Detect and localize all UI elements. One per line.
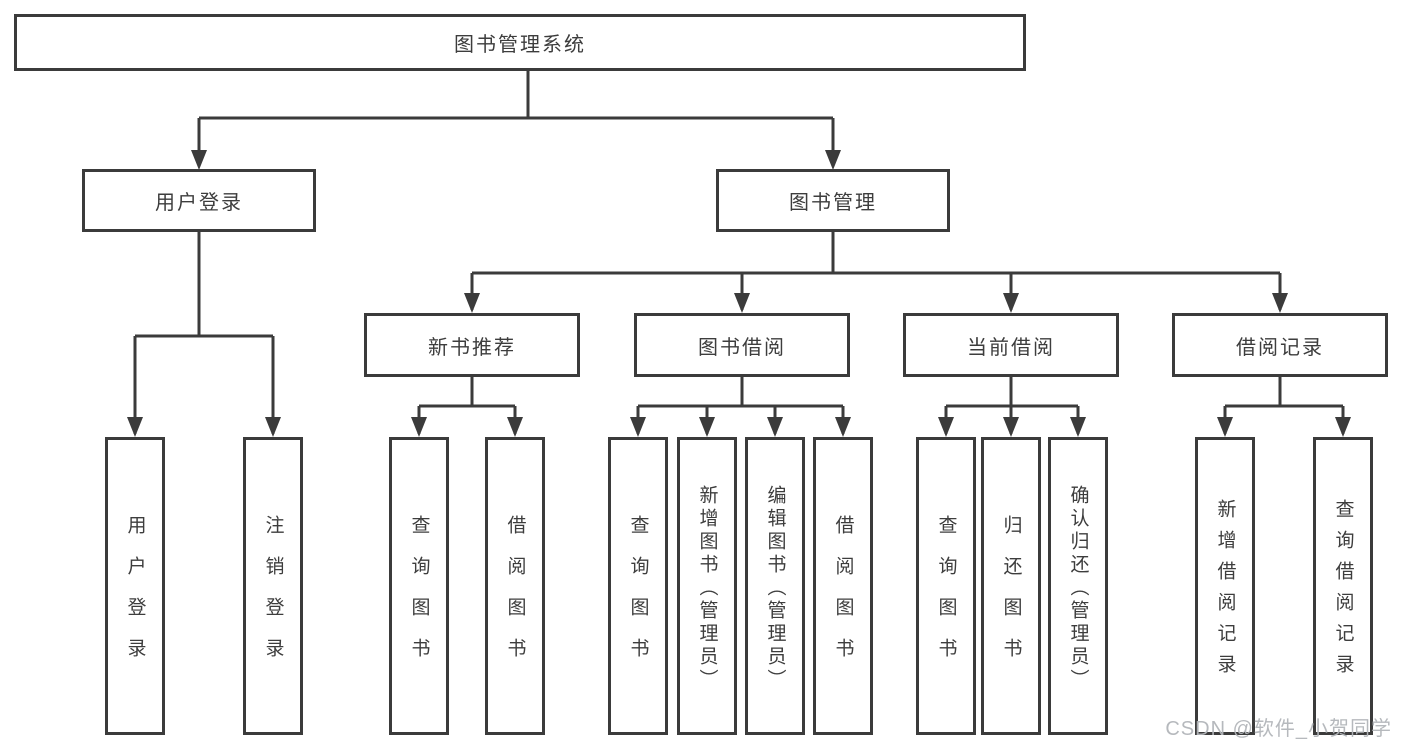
arrow-down-icon xyxy=(265,417,281,437)
arrow-down-icon xyxy=(835,417,851,437)
arrow-down-icon xyxy=(1070,417,1086,437)
connector-newrec-to-leaves xyxy=(417,377,517,434)
arrow-down-icon xyxy=(127,417,143,437)
node-leaf-newrec-borrow-book: 借阅图书 xyxy=(485,437,545,735)
arrow-down-icon xyxy=(630,417,646,437)
connector-userlogin-to-leaves xyxy=(133,232,275,434)
connector-root-to-level2 xyxy=(197,71,835,166)
node-leaf-borrow-query-book: 查询图书 xyxy=(608,437,668,735)
arrow-down-icon xyxy=(938,417,954,437)
arrow-down-icon xyxy=(825,150,841,170)
node-borrow-records: 借阅记录 xyxy=(1172,313,1388,377)
node-leaf-record-query-record: 查询借阅记录 xyxy=(1313,437,1373,735)
arrow-down-icon xyxy=(507,417,523,437)
arrow-down-icon xyxy=(734,293,750,313)
node-new-book-recommend: 新书推荐 xyxy=(364,313,580,377)
node-leaf-user-login: 用户登录 xyxy=(105,437,165,735)
arrow-down-icon xyxy=(1272,293,1288,313)
node-leaf-logout-login: 注销登录 xyxy=(243,437,303,735)
node-leaf-current-return-book: 归还图书 xyxy=(981,437,1041,735)
node-leaf-current-query-book: 查询图书 xyxy=(916,437,976,735)
node-current-borrow: 当前借阅 xyxy=(903,313,1119,377)
arrow-down-icon xyxy=(767,417,783,437)
node-leaf-borrow-borrow-book: 借阅图书 xyxy=(813,437,873,735)
connector-bookborrow-to-leaves xyxy=(636,377,845,434)
node-leaf-newrec-query-book: 查询图书 xyxy=(389,437,449,735)
node-leaf-current-confirm-return-admin: 确认归还（管理员） xyxy=(1048,437,1108,735)
arrow-down-icon xyxy=(411,417,427,437)
node-leaf-borrow-edit-book-admin: 编辑图书（管理员） xyxy=(745,437,805,735)
node-leaf-record-add-record: 新增借阅记录 xyxy=(1195,437,1255,735)
node-root: 图书管理系统 xyxy=(14,14,1026,71)
node-book-management: 图书管理 xyxy=(716,169,950,232)
arrow-down-icon xyxy=(464,293,480,313)
node-book-borrow: 图书借阅 xyxy=(634,313,850,377)
arrow-down-icon xyxy=(191,150,207,170)
arrow-down-icon xyxy=(1003,417,1019,437)
csdn-watermark: CSDN @软件_小贺同学 xyxy=(1165,718,1392,740)
arrow-down-icon xyxy=(699,417,715,437)
connector-bookmgmt-to-level3 xyxy=(470,232,1282,310)
arrow-down-icon xyxy=(1335,417,1351,437)
connector-borrowrecord-to-leaves xyxy=(1223,377,1345,434)
arrow-down-icon xyxy=(1003,293,1019,313)
node-user-login: 用户登录 xyxy=(82,169,316,232)
arrow-down-icon xyxy=(1217,417,1233,437)
node-leaf-borrow-add-book-admin: 新增图书（管理员） xyxy=(677,437,737,735)
